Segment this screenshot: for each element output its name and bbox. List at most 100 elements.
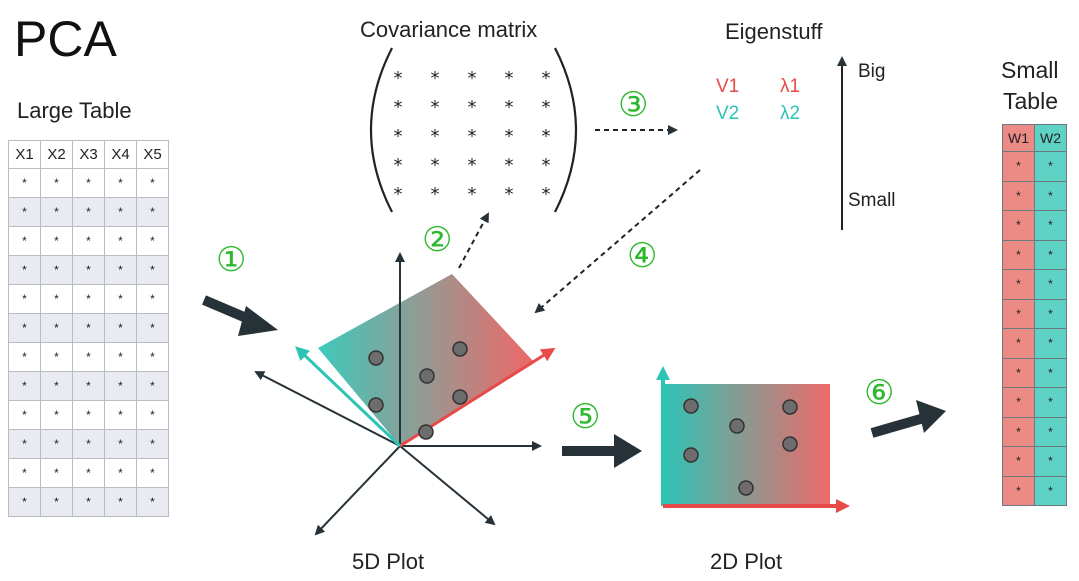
table-cell: * (8, 429, 41, 459)
matrix-cell: * (431, 97, 440, 118)
table-cell: * (8, 313, 41, 343)
table-cell: * (8, 255, 41, 285)
matrix-cell: * (468, 184, 477, 205)
table-cell: * (1002, 357, 1035, 388)
step-6-label: ⑥ (864, 374, 895, 412)
table-cell: * (136, 255, 169, 285)
matrix-right-bracket (554, 47, 578, 213)
table-row: ***** (8, 400, 169, 430)
table-cell: * (1002, 446, 1035, 477)
table-cell: * (72, 371, 105, 401)
table-cell: * (8, 284, 41, 314)
covariance-label: Covariance matrix (360, 17, 538, 42)
table-cell: * (8, 458, 41, 488)
table-cell: * (104, 255, 137, 285)
large-table-label: Large Table (17, 98, 132, 123)
matrix-cell: * (394, 126, 403, 147)
table-cell: * (136, 458, 169, 488)
table-cell: * (136, 226, 169, 256)
matrix-cell: * (505, 155, 514, 176)
table-row: ** (1002, 180, 1067, 211)
eigenvalue-l2: λ2 (780, 103, 801, 124)
step-2-label: ② (422, 221, 453, 259)
matrix-cell: * (431, 184, 440, 205)
matrix-cell: * (542, 126, 551, 147)
matrix-cell: * (468, 68, 477, 89)
table-cell: * (104, 342, 137, 372)
plot-2d-label: 2D Plot (710, 549, 783, 574)
step-6-arrow (870, 400, 946, 438)
table-cell: * (1034, 387, 1067, 418)
table-cell: * (8, 168, 41, 198)
table-cell: * (136, 197, 169, 227)
table-cell: * (136, 284, 169, 314)
table-cell: * (72, 255, 105, 285)
table-row: ** (1002, 151, 1067, 182)
table-cell: * (1034, 180, 1067, 211)
table-cell: * (1034, 357, 1067, 388)
table-cell: * (1002, 475, 1035, 506)
step-1-label: ① (216, 241, 247, 279)
scale-big-label: Big (858, 61, 886, 82)
matrix-cell: * (431, 68, 440, 89)
matrix-cell: * (505, 184, 514, 205)
table-cell: * (136, 313, 169, 343)
step-4-label: ④ (627, 237, 658, 275)
large-table-header: X5 (136, 140, 169, 169)
matrix-cell: * (505, 97, 514, 118)
table-cell: * (104, 284, 137, 314)
matrix-cell: * (394, 68, 403, 89)
table-row: ** (1002, 357, 1067, 388)
eigenvector-v1: V1 (716, 76, 740, 97)
table-row: ***** (8, 284, 169, 314)
table-row: ***** (8, 168, 169, 198)
eigenvalue-l1: λ1 (780, 76, 801, 97)
table-row: ***** (8, 371, 169, 401)
table-row: ***** (8, 197, 169, 227)
table-row: ***** (8, 226, 169, 256)
table-cell: * (40, 226, 73, 256)
table-cell: * (40, 197, 73, 227)
table-row: ** (1002, 328, 1067, 359)
table-row: ** (1002, 475, 1067, 506)
matrix-cell: * (431, 126, 440, 147)
page-title: PCA (14, 11, 117, 67)
step-5-label: ⑤ (570, 398, 601, 436)
matrix-cell: * (468, 155, 477, 176)
table-row: ** (1002, 210, 1067, 241)
matrix-cell: * (542, 97, 551, 118)
points-2d (683, 398, 798, 496)
table-cell: * (1002, 298, 1035, 329)
small-table-header: W1 (1002, 124, 1035, 152)
matrix-cell: * (505, 126, 514, 147)
table-row: ***** (8, 487, 169, 517)
small-table-label-1: Small (1001, 57, 1059, 83)
axes-5d (254, 252, 542, 536)
matrix-cell: * (431, 155, 440, 176)
table-cell: * (136, 371, 169, 401)
table-cell: * (1034, 475, 1067, 506)
table-cell: * (1034, 416, 1067, 447)
table-cell: * (1002, 387, 1035, 418)
step-4-arrow (534, 169, 701, 314)
table-cell: * (72, 487, 105, 517)
large-table-header: X1 (8, 140, 41, 169)
table-cell: * (72, 400, 105, 430)
table-row: ***** (8, 458, 169, 488)
table-cell: * (8, 342, 41, 372)
table-cell: * (40, 168, 73, 198)
table-cell: * (72, 429, 105, 459)
small-table-label-2: Table (1003, 88, 1058, 114)
step-5-arrow (562, 434, 642, 468)
table-cell: * (1034, 269, 1067, 300)
table-cell: * (40, 429, 73, 459)
plot-5d-label: 5D Plot (352, 549, 425, 574)
small-table-header: W2 (1034, 124, 1067, 152)
matrix-cell: * (394, 155, 403, 176)
table-cell: * (72, 313, 105, 343)
table-cell: * (1034, 239, 1067, 270)
matrix-cell: * (394, 97, 403, 118)
table-cell: * (104, 400, 137, 430)
table-cell: * (40, 342, 73, 372)
